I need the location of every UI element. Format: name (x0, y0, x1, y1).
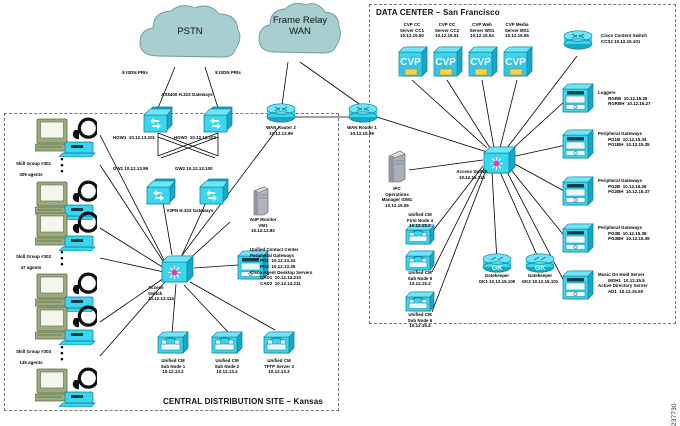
server-ipcc-operations-manager (388, 150, 406, 189)
switch-datacenter-access-label: Access Switch 10.12.15.115 (456, 169, 488, 180)
gateway-gw2 (199, 175, 229, 210)
gateway-hgw1 (143, 103, 173, 138)
svg-text:CVP: CVP (470, 57, 491, 68)
gatekeeper-gk2-label: Gatekeeper GK2 10.12.15.101 (521, 273, 559, 284)
skill-group-303-name: Skill Group #303 (15, 348, 52, 354)
svg-text:CVP: CVP (435, 57, 456, 68)
zone-central-title: CENTRAL DISTRIBUTION SITE – Kansas (163, 397, 323, 406)
skill-group-303-agents: 145 agents (19, 359, 43, 365)
switch-central-access (160, 253, 194, 290)
figure-watermark: 237730 (672, 403, 678, 426)
svg-text:GK: GK (492, 265, 503, 272)
ucm-sub-node-6-label: Unified CM Sub Node 6 10.12.15.4 (407, 312, 433, 329)
agent-workstation-303a (34, 305, 99, 350)
skill-group-301-name: Skill Group #301 (15, 160, 52, 166)
ucm-sub-node-1-label: Unified CM Sub Node 1 10.12.13.2 (160, 358, 186, 375)
skill-group-301-agents: 309 agents (19, 171, 43, 177)
cloud-pstn-label: PSTN (177, 26, 203, 37)
skill-group-301-label: Skill Group #301 309 agents (2, 155, 60, 189)
cvp-ws1-label: CVP Web Server WS1 10.12.15.54 (469, 22, 495, 39)
cvp-cc1: CVP (398, 45, 428, 84)
ucm-sub-node-6 (405, 290, 435, 319)
agent-workstation-303b (34, 367, 99, 412)
gateway-hgw2 (203, 103, 233, 138)
skill-group-302-name: Skill Group #302 (15, 253, 52, 259)
ucm-first-node-4 (405, 223, 435, 252)
agent-workstation-301a (34, 117, 99, 162)
server-peripheral-gateway-1 (562, 128, 594, 165)
ucm-tftp-server-3 (263, 330, 295, 361)
server-loggers (562, 82, 594, 119)
gateway-gw1-label: GW1 10.12.13.99 (113, 166, 149, 171)
server-voip-monitor-label: VoIP Monitor VM1 10.12.13.82 (249, 217, 277, 234)
agent-workstation-302b (34, 272, 99, 317)
switch-central-access-label: Access Switch 10.12.13.114 (148, 285, 174, 302)
router-content-switch (563, 30, 593, 55)
as5400-gateways-title: AS5400 H.323 Gateways (161, 92, 213, 97)
switch-datacenter-access (482, 144, 516, 181)
ucm-tftp-server-3-label: Unified CM TFTP Server 3 10.12.13.3 (263, 358, 295, 375)
gateway-gw1 (146, 175, 176, 210)
link-label-isdn-left: 8 ISDN PRIs (122, 70, 148, 75)
server-moh-ad (562, 269, 594, 306)
server-ucc-peripheral-gateways (237, 249, 269, 286)
server-ucc-peripheral-gateways-label: Unified Contact Center Peripheral Gatewa… (250, 247, 313, 286)
router-wan-2-label: WAN Router 2 10.12.13.99 (266, 125, 296, 136)
cloud-frame-relay-wan-label: Frame Relay WAN (272, 15, 328, 37)
server-peripheral-gateway-2-label: Peripheral Gateways PG2B 10.12.15.36 PG2… (598, 178, 650, 195)
router-content-switch-label: Cisco Content Switch CCS2 10.12.15.101 (601, 33, 648, 44)
ucm-sub-node-5 (405, 249, 435, 278)
server-peripheral-gateway-3-label: Peripheral Gateways PG3B 10.12.15.38 PG3… (598, 225, 650, 242)
cvp-ws1: CVP (468, 45, 498, 84)
zone-data-center (369, 4, 676, 324)
ucm-sub-node-1 (157, 330, 189, 361)
link-label-isdn-right: 8 ISDN PRIs (215, 70, 241, 75)
skill-group-303-label: Skill Group #303 145 agents (2, 343, 60, 377)
cvp-cc1-label: CVP CC Server CC1 10.12.15.50 (399, 22, 425, 39)
router-wan-2 (266, 103, 296, 128)
ucm-sub-node-5-label: Unified CM Sub Node 5 10.12.15.3 (407, 270, 433, 287)
zone-data-center-title: DATA CENTER – San Francisco (376, 8, 500, 17)
gateway-hgw2-label: HGW2 10.12.13.102 (174, 135, 217, 140)
gateway-gw2-label: GW2 10.12.13.100 (175, 166, 213, 171)
server-peripheral-gateway-2 (562, 175, 594, 212)
ucm-sub-node-2 (211, 330, 243, 361)
gatekeeper-gk1: GK (482, 253, 512, 278)
skill-group-302-label: Skill Group #302 47 agents (2, 248, 60, 282)
server-loggers-label: Loggers RGRB 10.12.15.26 RGRBH 10.12.15.… (598, 90, 651, 107)
server-ipcc-operations-manager-label: IPC Operations Manager IOM1 10.12.15.56 (381, 186, 413, 208)
cvp-ms1-label: CVP Media Server MS1 10.12.15.55 (504, 22, 530, 39)
agent-workstation-302a (34, 211, 99, 256)
cloud-frame-relay-wan: Frame Relay WAN (257, 2, 343, 62)
cloud-pstn: PSTN (137, 4, 243, 66)
gateway-hgw1-label: HGW1 10.12.13.101 (113, 135, 156, 140)
skill-group-301-dots: ••• (60, 154, 64, 176)
cvp-ms1: CVP (503, 45, 533, 84)
router-wan-1-label: WAN Router 1 10.12.15.99 (347, 125, 377, 136)
ucm-first-node-4-label: Unified CM First Node 4 10.12.15.2 (407, 212, 433, 229)
server-peripheral-gateway-3 (562, 222, 594, 259)
cvp-cc2-label: CVP CC Server CC2 10.12.15.51 (434, 22, 460, 39)
server-peripheral-gateway-1-label: Peripheral Gateways PG1B 10.12.15.34 PG1… (598, 131, 650, 148)
server-voip-monitor (253, 186, 269, 221)
server-moh-ad-label: Music On Hold Server MOH1 10.12.15.5 Act… (598, 272, 648, 294)
svg-text:CVP: CVP (505, 57, 526, 68)
svg-text:CVP: CVP (400, 57, 421, 68)
ucm-sub-node-2-label: Unified CM Sub Node 2 10.12.13.4 (214, 358, 240, 375)
skill-group-303-dots: ••• (60, 342, 64, 364)
gatekeeper-gk2: GK (525, 253, 555, 278)
svg-text:GK: GK (535, 265, 546, 272)
cvp-cc2: CVP (433, 45, 463, 84)
skill-group-302-dots: ••• (60, 247, 64, 269)
v3pn-gateways-title: V3PN H.323 Gateways (166, 208, 214, 213)
router-wan-1 (348, 103, 378, 128)
gatekeeper-gk1-label: Gatekeeper GK1 10.12.15.100 (478, 273, 516, 284)
skill-group-302-agents: 47 agents (20, 264, 42, 270)
